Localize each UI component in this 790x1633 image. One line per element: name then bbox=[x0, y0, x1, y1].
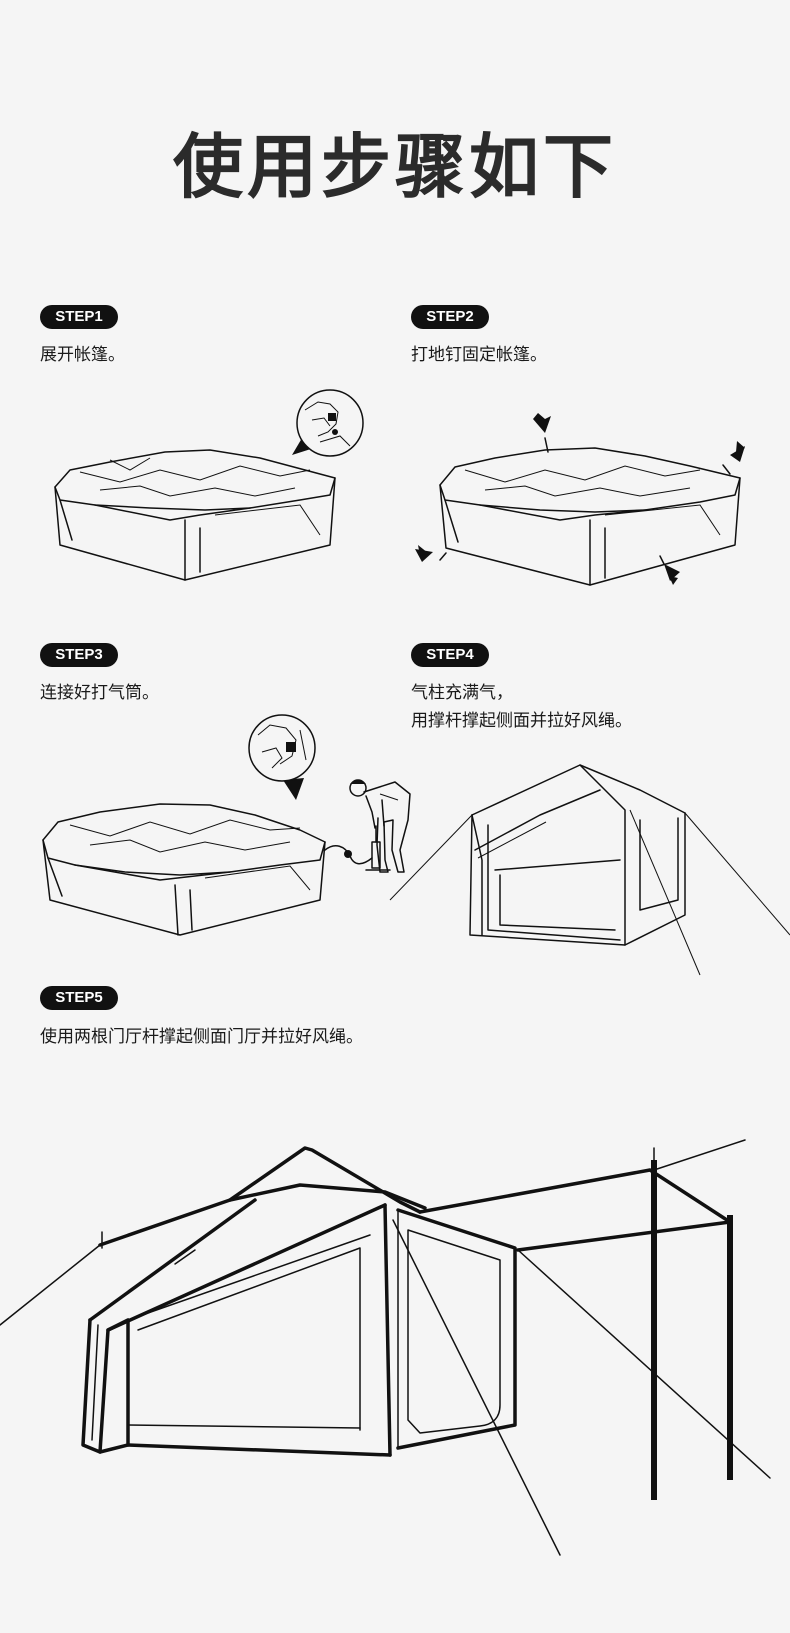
step4-inflated-tent-illustration bbox=[390, 765, 790, 975]
step1-folded-tent-illustration bbox=[55, 450, 335, 580]
pump-detail-icon bbox=[249, 715, 315, 800]
step3-pump-tent-illustration bbox=[43, 780, 410, 936]
hand-detail-icon bbox=[292, 390, 363, 456]
step2-staked-tent-illustration bbox=[440, 438, 740, 585]
stake-arrow-icon bbox=[415, 413, 745, 585]
step5-tent-vestibule-illustration bbox=[0, 1140, 770, 1555]
